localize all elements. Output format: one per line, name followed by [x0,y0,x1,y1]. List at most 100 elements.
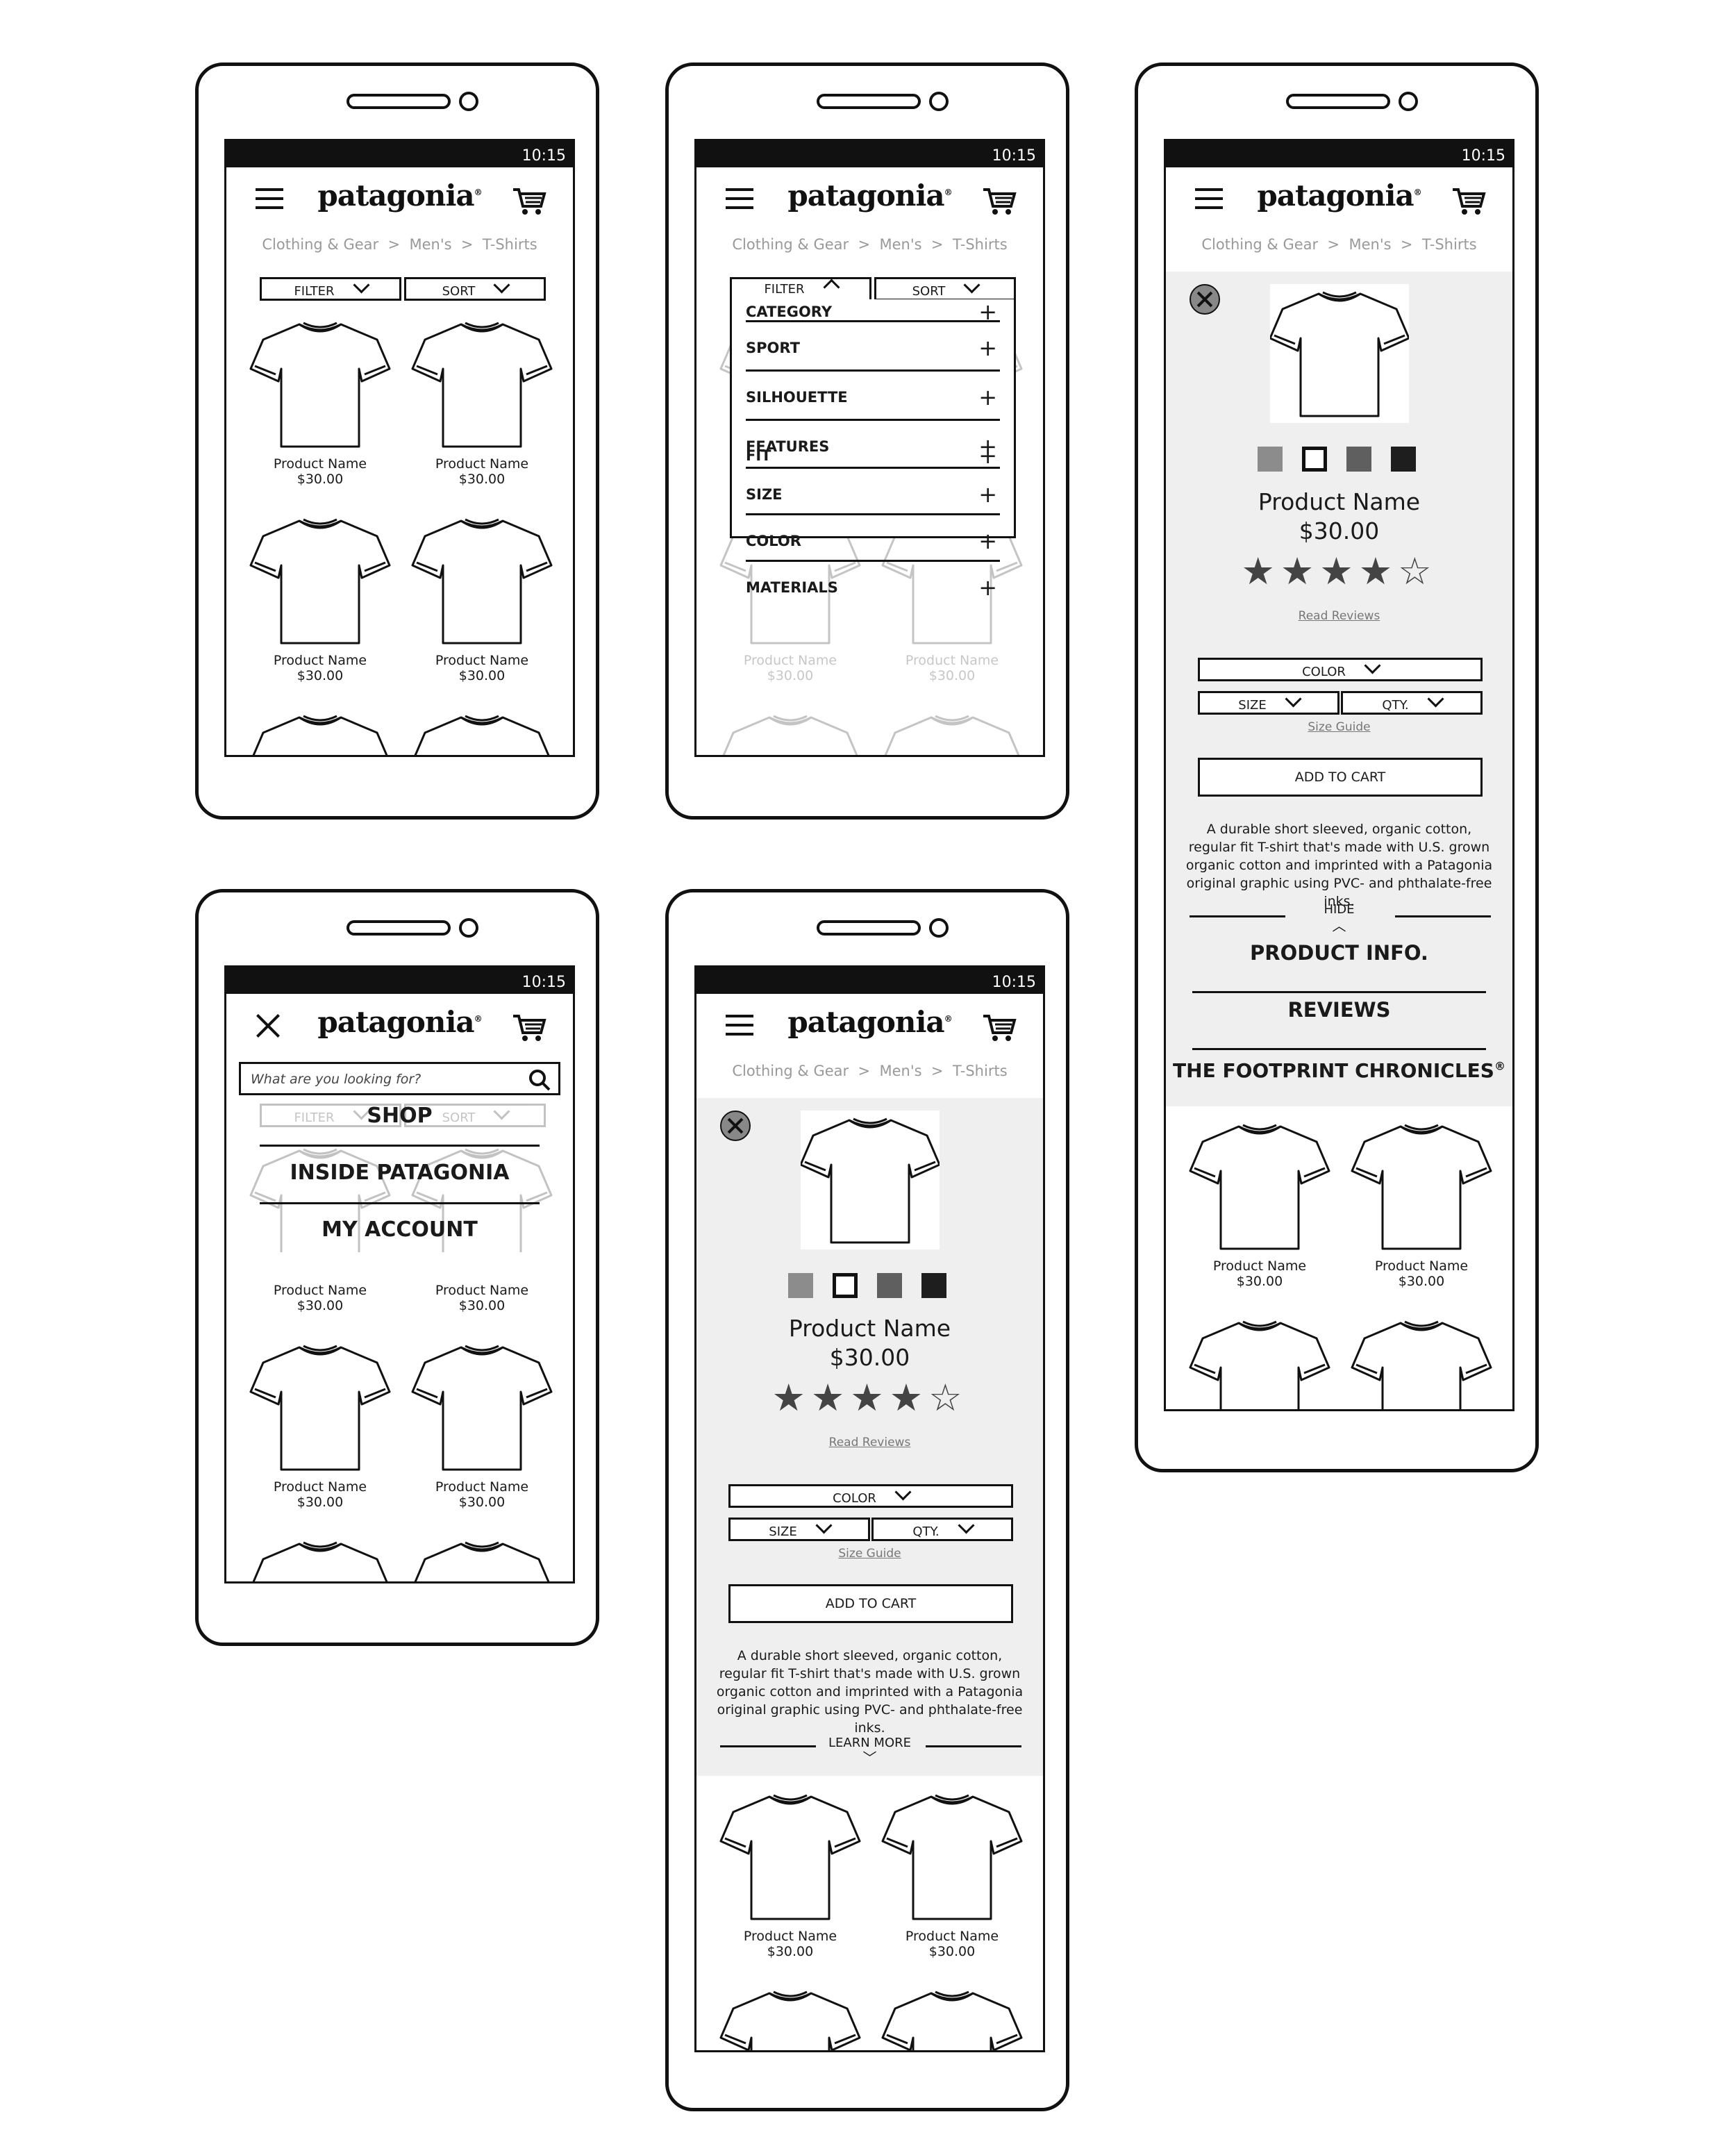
filter-features[interactable]: FEATURES+ [746,421,1000,460]
crumb-1[interactable]: Clothing & Gear [732,1063,849,1079]
filter-size[interactable]: SIZE+ [746,469,1000,515]
add-to-cart-button[interactable]: ADD TO CART [728,1584,1013,1623]
product-card[interactable] [714,708,867,755]
product-card[interactable]: Product Name$30.00 [244,1251,397,1313]
crumb-3[interactable]: T-Shirts [482,236,537,253]
section-footprint-chronicles[interactable]: THE FOOTPRINT CHRONICLES® [1173,1059,1505,1082]
menu-shop[interactable]: SHOP [367,1104,433,1128]
size-guide-link[interactable]: Size Guide [838,1547,901,1561]
brand-logo[interactable]: patagonia® [1257,178,1421,213]
color-swatch[interactable] [1346,447,1371,472]
product-card[interactable]: Product Name$30.00 [244,1338,397,1510]
add-to-cart-button[interactable]: ADD TO CART [1198,758,1483,797]
filter-item-label: COLOR [746,533,801,549]
chevron-down-icon [353,276,370,294]
product-card[interactable] [244,1534,397,1581]
cart-icon[interactable] [982,185,1017,216]
brand-logo[interactable]: patagonia® [317,1005,482,1039]
size-select[interactable]: SIZE [728,1517,870,1541]
crumb-2[interactable]: Men's [879,1063,922,1079]
crumb-2[interactable]: Men's [409,236,452,253]
crumb-3[interactable]: T-Shirts [1421,236,1477,253]
color-select[interactable]: COLOR [728,1483,1013,1508]
product-card[interactable]: Product Name$30.00 [244,315,397,487]
filter-silhouette[interactable]: SILHOUETTE+ [746,372,1000,421]
product-title: Product Name [788,1315,951,1342]
section-reviews[interactable]: REVIEWS [1287,998,1391,1022]
product-card[interactable]: Product Name$30.00 [406,1251,558,1313]
qty-select[interactable]: QTY. [1341,690,1483,715]
menu-icon[interactable] [1195,188,1223,210]
crumb-2[interactable]: Men's [879,236,922,253]
product-card[interactable]: Product Name$30.00 [714,1787,867,1959]
product-card[interactable] [714,1984,867,2050]
qty-select[interactable]: QTY. [871,1517,1013,1541]
color-swatch-selected[interactable] [1302,447,1327,472]
color-swatch[interactable] [788,1273,813,1298]
section-product-info[interactable]: PRODUCT INFO. [1250,941,1428,965]
color-swatch[interactable] [877,1273,902,1298]
sort-button[interactable]: SORT [404,276,546,301]
menu-my-account[interactable]: MY ACCOUNT [322,1217,478,1242]
product-card[interactable] [876,708,1028,755]
product-card[interactable] [406,708,558,755]
menu-inside-patagonia[interactable]: INSIDE PATAGONIA [290,1161,510,1185]
sort-button[interactable]: SORT [874,276,1016,301]
product-card[interactable] [1345,1313,1498,1409]
menu-icon[interactable] [256,188,283,210]
read-reviews-link[interactable]: Read Reviews [1298,609,1380,623]
filter-category[interactable]: CATEGORY+ [746,299,1000,324]
cart-icon[interactable] [512,1012,546,1042]
crumb-2[interactable]: Men's [1349,236,1392,253]
product-card[interactable]: Product Name$30.00 [1345,1117,1498,1289]
product-card[interactable]: Product Name$30.00 [406,315,558,487]
menu-icon[interactable] [726,188,753,210]
filter-color[interactable]: COLOR+ [746,515,1000,562]
cart-icon[interactable] [982,1012,1017,1042]
cart-icon[interactable] [512,185,546,216]
size-guide-link[interactable]: Size Guide [1308,720,1371,734]
hide-toggle[interactable]: HIDE [1324,902,1355,917]
filter-button[interactable]: FILTER [260,276,401,301]
header: patagonia® [696,994,1043,1056]
search-icon[interactable] [528,1068,551,1092]
product-card[interactable] [876,1984,1028,2050]
color-swatch-selected[interactable] [833,1273,858,1298]
chevron-down-icon[interactable]: ﹀ [862,1749,877,1766]
crumb-3[interactable]: T-Shirts [952,1063,1008,1079]
crumb-1[interactable]: Clothing & Gear [1201,236,1319,253]
read-reviews-link[interactable]: Read Reviews [828,1436,911,1449]
learn-more-toggle[interactable]: LEARN MORE [828,1736,911,1750]
color-swatch[interactable] [1258,447,1283,472]
filter-button[interactable]: FILTER [730,277,871,301]
search-input[interactable]: What are you looking for? [239,1062,560,1095]
color-select[interactable]: COLOR [1198,657,1483,681]
chevron-up-icon[interactable]: ︿ [1332,917,1346,934]
product-card[interactable] [1183,1313,1336,1409]
close-icon[interactable] [720,1111,751,1141]
color-swatch[interactable] [921,1273,946,1298]
product-card[interactable]: Product Name$30.00 [406,1338,558,1510]
product-card[interactable]: Product Name$30.00 [1183,1117,1336,1289]
brand-logo[interactable]: patagonia® [317,178,482,213]
crumb-3[interactable]: T-Shirts [952,236,1008,253]
product-card[interactable] [244,708,397,755]
product-card[interactable]: Product Name$30.00 [876,1787,1028,1959]
product-card[interactable]: Product Name$30.00 [406,511,558,683]
product-card[interactable]: Product Name$30.00 [244,511,397,683]
color-swatch[interactable] [1391,447,1416,472]
filter-fit[interactable]: FIT+ [746,444,1000,469]
filter-sport[interactable]: SPORT+ [746,322,1000,372]
close-icon[interactable] [1190,284,1220,315]
crumb-1[interactable]: Clothing & Gear [732,236,849,253]
product-card[interactable] [406,1534,558,1581]
product-price: $30.00 [297,668,344,683]
brand-logo[interactable]: patagonia® [787,1005,952,1039]
menu-icon[interactable] [726,1015,753,1037]
filter-materials[interactable]: MATERIALS+ [746,562,1000,609]
product-name: Product Name [905,1929,999,1944]
cart-icon[interactable] [1451,185,1486,216]
brand-logo[interactable]: patagonia® [787,178,952,213]
crumb-1[interactable]: Clothing & Gear [262,236,379,253]
size-select[interactable]: SIZE [1198,690,1339,715]
